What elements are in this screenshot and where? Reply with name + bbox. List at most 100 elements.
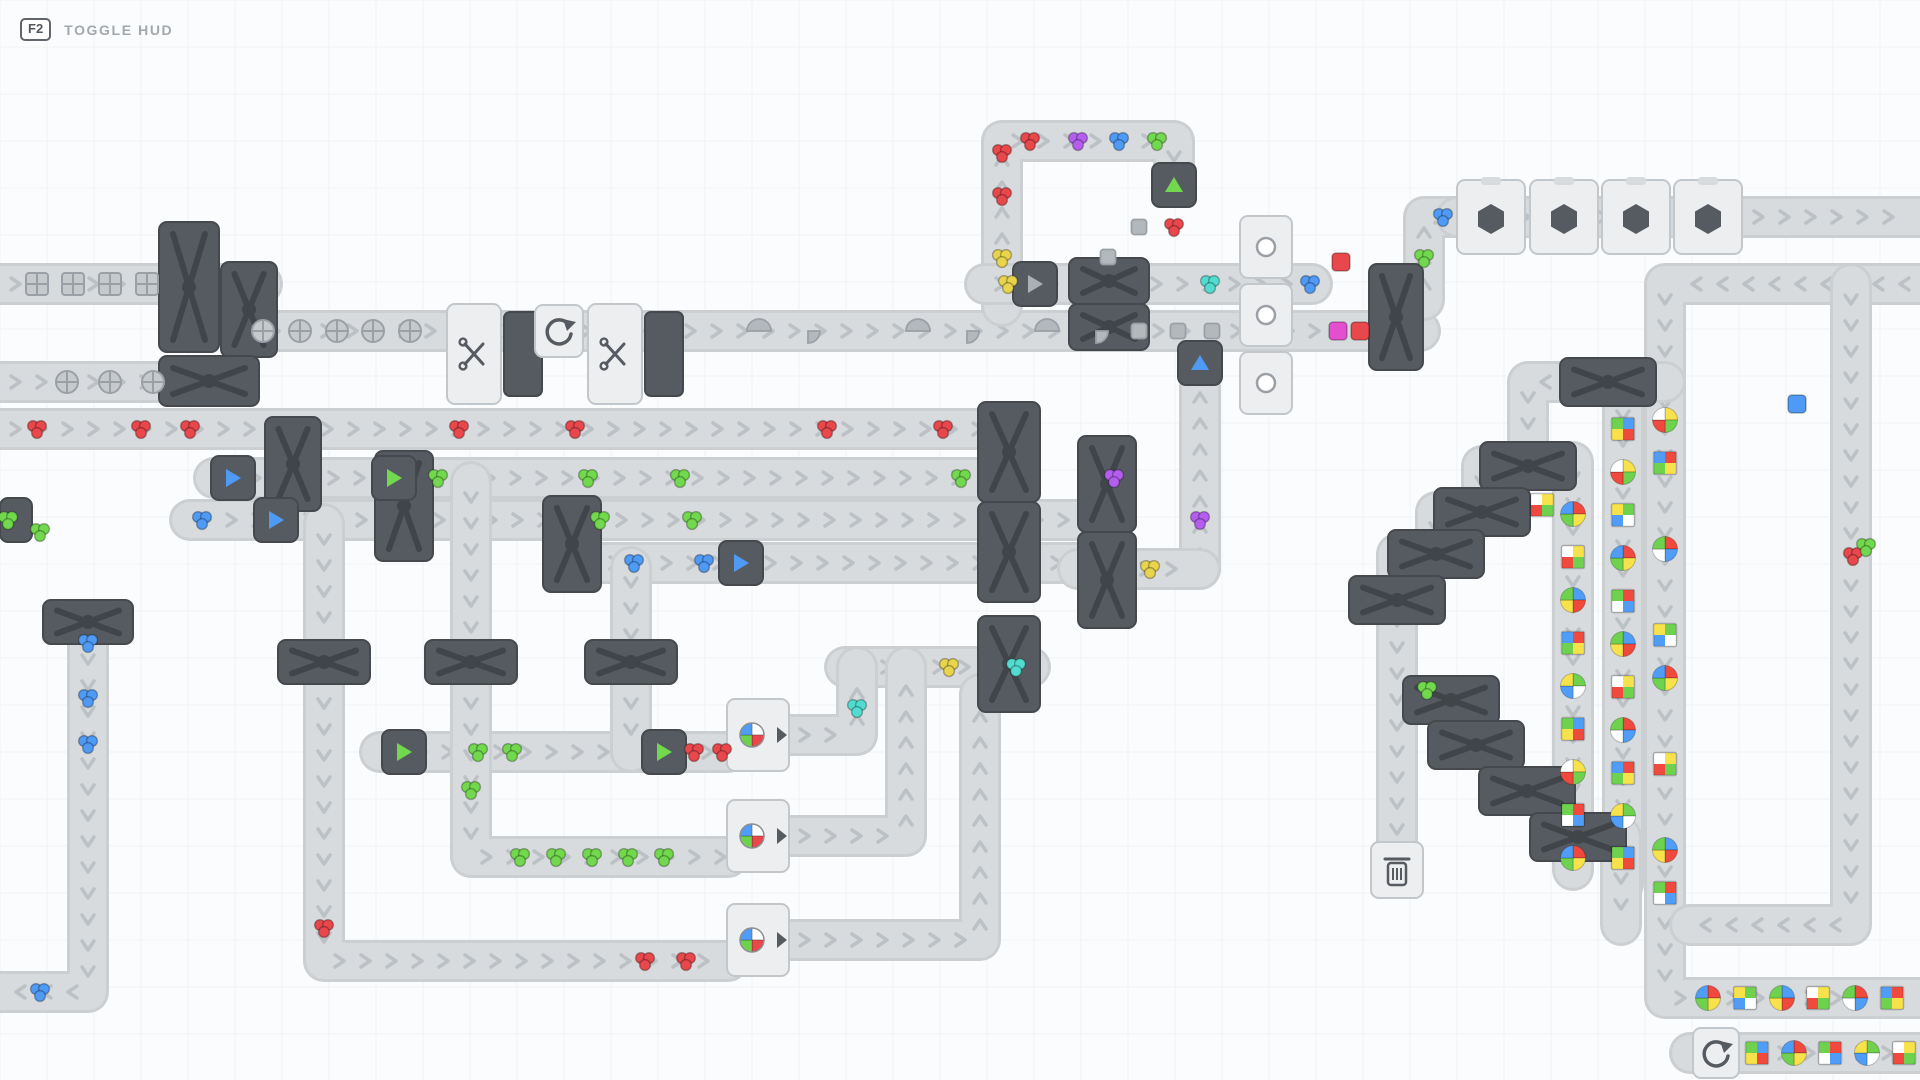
conveyor-belt[interactable] bbox=[0, 408, 1031, 450]
machine-balancer[interactable] bbox=[277, 639, 371, 685]
machine-balancer[interactable] bbox=[1402, 675, 1500, 725]
machine-mixer[interactable] bbox=[726, 698, 790, 772]
output-arrow-icon bbox=[777, 727, 787, 743]
belt-arrow-icon bbox=[745, 512, 758, 528]
machine-stacker[interactable] bbox=[1456, 177, 1526, 255]
belt-arrow-icon bbox=[1820, 276, 1833, 292]
machine-balancer[interactable] bbox=[158, 355, 260, 407]
shape-item-circ4 bbox=[251, 319, 275, 343]
belt-arrow-icon bbox=[511, 512, 524, 528]
machine-balancer[interactable] bbox=[1559, 357, 1657, 407]
belt-arrow-icon bbox=[545, 744, 558, 760]
machine-tunnel[interactable] bbox=[371, 455, 417, 501]
machine-balancer[interactable] bbox=[542, 495, 602, 593]
machine-balancer[interactable] bbox=[977, 501, 1041, 603]
machine-balancer[interactable] bbox=[1478, 766, 1576, 816]
machine-tunnel[interactable] bbox=[1012, 261, 1058, 307]
conveyor-belt[interactable] bbox=[303, 503, 345, 669]
belt-arrow-icon bbox=[532, 849, 545, 865]
machine-stacker[interactable] bbox=[1601, 177, 1671, 255]
machine-balancer[interactable] bbox=[1427, 720, 1525, 770]
belt-arrow-icon bbox=[433, 512, 446, 528]
machine-cutter[interactable] bbox=[587, 303, 684, 405]
machine-filter[interactable] bbox=[1239, 215, 1293, 279]
belt-arrow-icon bbox=[1037, 133, 1050, 149]
shape-item-qs bbox=[1560, 544, 1586, 570]
belt-arrow-icon bbox=[1615, 617, 1631, 630]
shape-item-qc bbox=[1559, 672, 1587, 700]
belt-arrow-icon bbox=[1699, 917, 1712, 933]
belt-arrow-icon bbox=[1192, 469, 1208, 482]
machine-cutter[interactable] bbox=[446, 303, 543, 405]
belt-arrow-icon bbox=[1228, 276, 1241, 292]
machine-balancer[interactable] bbox=[584, 639, 678, 685]
belt-arrow-icon bbox=[80, 809, 96, 822]
belt-arrow-icon bbox=[80, 705, 96, 718]
machine-filter[interactable] bbox=[1239, 283, 1293, 347]
conveyor-belt[interactable] bbox=[193, 457, 1031, 499]
conveyor-belt[interactable] bbox=[1179, 367, 1221, 590]
machine-stacker[interactable] bbox=[1529, 177, 1599, 255]
shape-item-paint bbox=[1350, 321, 1370, 341]
machine-filter[interactable] bbox=[1239, 351, 1293, 415]
machine-tunnel[interactable] bbox=[641, 729, 687, 775]
machine-tunnel[interactable] bbox=[210, 455, 256, 501]
machine-balancer[interactable] bbox=[1077, 531, 1137, 629]
machine-balancer[interactable] bbox=[42, 599, 134, 645]
belt-arrow-icon bbox=[1657, 605, 1673, 618]
shape-item-gem bbox=[950, 468, 972, 489]
belt-arrow-icon bbox=[1615, 747, 1631, 760]
shape-item-qc bbox=[1651, 406, 1679, 434]
shape-item-paint bbox=[1328, 321, 1348, 341]
belt-arrow-icon bbox=[1657, 319, 1673, 332]
conveyor-belt[interactable] bbox=[1669, 263, 1872, 946]
machine-mixer[interactable] bbox=[726, 799, 790, 873]
machine-tunnel[interactable] bbox=[253, 497, 299, 543]
conveyor-belt[interactable] bbox=[0, 623, 109, 1013]
machine-tunnel[interactable] bbox=[718, 540, 764, 586]
machine-stacker[interactable] bbox=[1673, 177, 1743, 255]
machine-balancer[interactable] bbox=[1368, 263, 1424, 371]
machine-tunnel[interactable] bbox=[381, 729, 427, 775]
belt-arrow-icon bbox=[636, 849, 649, 865]
belt-arrow-icon bbox=[684, 323, 697, 339]
machine-rotator[interactable] bbox=[534, 304, 584, 358]
machine-balancer[interactable] bbox=[264, 416, 322, 512]
belt-arrow-icon bbox=[1898, 276, 1911, 292]
machine-balancer[interactable] bbox=[1077, 435, 1137, 533]
machine-mixer[interactable] bbox=[726, 903, 790, 977]
machine-balancer[interactable] bbox=[158, 221, 220, 353]
machine-balancer[interactable] bbox=[1068, 303, 1150, 351]
machine-balancer[interactable] bbox=[977, 401, 1041, 503]
machine-balancer[interactable] bbox=[1387, 529, 1485, 579]
machine-trash[interactable] bbox=[1370, 841, 1424, 899]
belt-arrow-icon bbox=[972, 892, 988, 905]
machine-tunnel[interactable] bbox=[1177, 340, 1223, 386]
machine-balancer[interactable] bbox=[220, 261, 278, 358]
machine-balancer[interactable] bbox=[1479, 441, 1577, 491]
shape-item-qc bbox=[1559, 586, 1587, 614]
belt-arrow-icon bbox=[503, 421, 516, 437]
belt-arrow-icon bbox=[1752, 990, 1765, 1006]
shape-item-gem bbox=[1189, 510, 1211, 531]
conveyor-belt[interactable] bbox=[768, 673, 1001, 961]
machine-rotator[interactable] bbox=[1692, 1027, 1740, 1079]
conveyor-belt[interactable] bbox=[450, 461, 492, 669]
belt-arrow-icon bbox=[1843, 605, 1859, 618]
belt-arrow-icon bbox=[519, 744, 532, 760]
color-wheel-icon bbox=[739, 823, 765, 849]
machine-balancer[interactable] bbox=[1433, 487, 1531, 537]
shape-item-qs bbox=[1560, 716, 1586, 742]
machine-balancer[interactable] bbox=[424, 639, 518, 685]
shape-item-gem bbox=[589, 510, 611, 531]
machine-balancer[interactable] bbox=[1529, 812, 1627, 862]
machine-balancer[interactable] bbox=[1348, 575, 1446, 625]
belt-arrow-icon bbox=[217, 421, 230, 437]
machine-tunnel[interactable] bbox=[1151, 162, 1197, 208]
conveyor-belt[interactable] bbox=[768, 646, 927, 857]
belt-arrow-icon bbox=[1192, 417, 1208, 430]
shape-item-gem bbox=[1067, 131, 1089, 152]
shape-item-gem bbox=[617, 847, 639, 868]
conveyor-belt[interactable] bbox=[610, 546, 652, 669]
